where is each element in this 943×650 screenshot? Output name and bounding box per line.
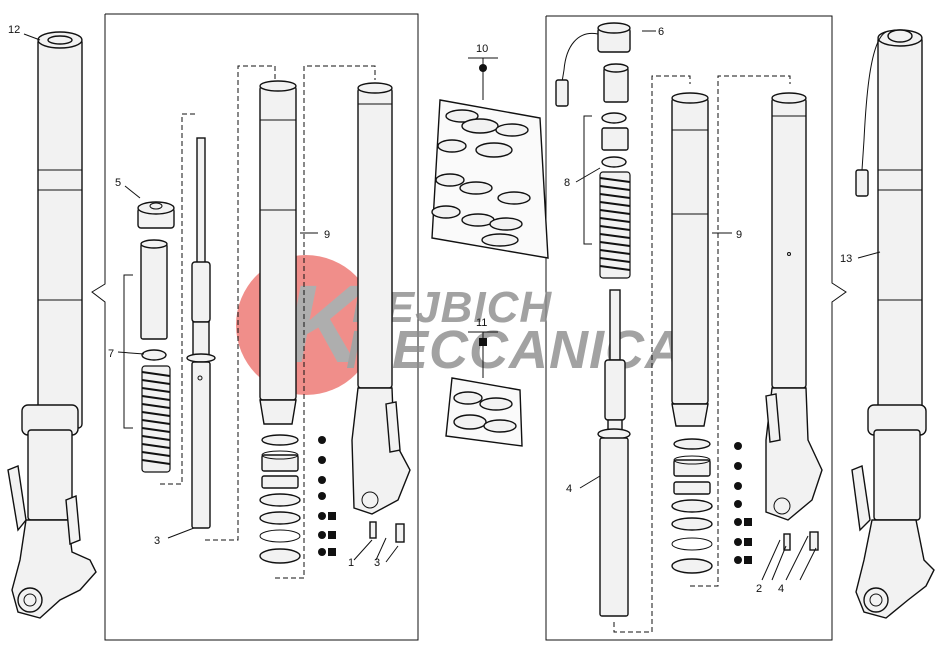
dots-right	[734, 442, 752, 564]
callout-8: 8	[564, 177, 570, 189]
callout-9-left: 9	[324, 229, 330, 241]
right-panel-frame	[545, 15, 847, 641]
leader-left-c	[275, 65, 376, 579]
part-seals-left	[259, 434, 301, 564]
fork-assembly-right	[851, 29, 935, 619]
dots-left	[318, 436, 336, 556]
callout-7: 7	[108, 348, 114, 360]
part-inner-tube-left	[259, 80, 297, 425]
left-panel-frame	[91, 13, 419, 641]
callout-3-left: 3	[154, 535, 160, 547]
bracket-8	[583, 115, 592, 245]
part-outer-tube-right	[765, 92, 823, 521]
fork-assembly-left	[7, 31, 97, 619]
part-seals-right	[671, 438, 713, 574]
callout-6: 6	[658, 26, 664, 38]
part-outer-tube-left	[351, 82, 411, 515]
watermark-logo-letter: K	[284, 263, 371, 386]
callout-leaders	[23, 30, 881, 539]
part-cap-5	[137, 201, 175, 229]
callout-3-right: 3	[374, 557, 380, 569]
part-cartridge-4	[597, 289, 631, 617]
part-cartridge-3	[186, 137, 216, 529]
part-cap-6	[555, 22, 631, 107]
callout-5: 5	[115, 177, 121, 189]
part-inner-tube-right	[671, 92, 709, 427]
callout-9-right: 9	[736, 229, 742, 241]
part-spring-right	[599, 171, 631, 279]
kit-10	[431, 57, 549, 259]
callout-4-right: 4	[778, 583, 784, 595]
leader-right-a	[613, 75, 691, 633]
callout-10: 10	[476, 43, 488, 55]
part-bolts-right	[761, 531, 819, 581]
bracket-7	[123, 274, 133, 429]
leader-right-b	[690, 75, 791, 587]
leader-left-b	[205, 65, 276, 541]
part-spring-left	[141, 365, 171, 473]
callout-11: 11	[476, 317, 487, 329]
leader-left-a	[160, 113, 196, 485]
callout-12: 12	[8, 24, 20, 36]
callout-labels: 12 5 7 3 9 1 3 10 11 6 8 9 4 2 4 13	[8, 24, 852, 595]
part-spacer-7	[140, 239, 168, 361]
kit-11	[445, 331, 523, 447]
part-spacer-8	[601, 112, 629, 168]
callout-1: 1	[348, 557, 354, 569]
watermark-line2: MECCANICA	[346, 320, 685, 380]
callout-13: 13	[840, 253, 852, 265]
part-bolts-left	[353, 521, 405, 563]
callout-4-left: 4	[566, 483, 572, 495]
callout-2: 2	[756, 583, 762, 595]
